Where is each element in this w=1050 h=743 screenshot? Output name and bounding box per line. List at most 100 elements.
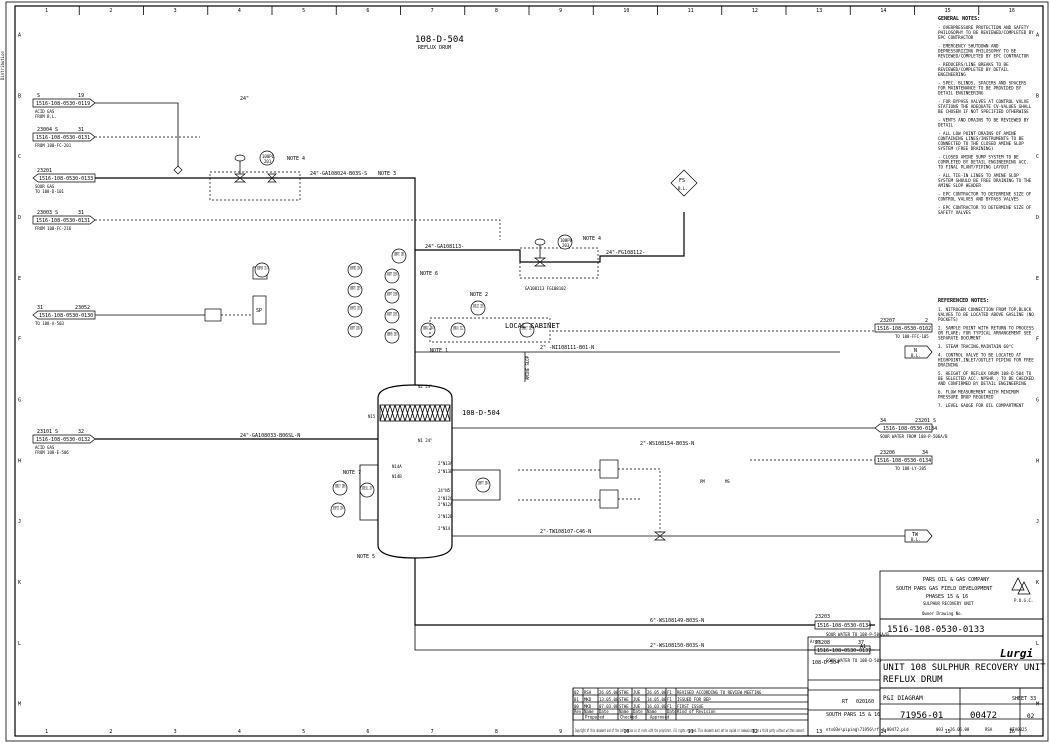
- revision-cell: JUE: [633, 690, 641, 695]
- cv-station: [209, 171, 301, 201]
- instrument-bubble[interactable]: [330, 502, 346, 518]
- offpage-left-5[interactable]: 31 23052 1516-108-0530-0130 TO 108-A-503: [32, 305, 96, 326]
- drum-outlet: [414, 558, 875, 626]
- instrument-tag: 108PI 205: [350, 286, 361, 291]
- gas-header: [95, 177, 416, 250]
- instrument-tag: 108AI 204: [423, 326, 434, 331]
- column-number: 11: [688, 729, 694, 735]
- offpage-desc: ACID GAS: [35, 109, 55, 114]
- instrument-tag: 108LSLL 207: [362, 486, 373, 491]
- site-name: SOUTH PARS 15 & 16: [826, 712, 880, 718]
- drawing-title-1: UNIT 108 SULPHUR RECOVERY UNIT: [883, 663, 1046, 673]
- offpage-sheet: 31: [78, 210, 84, 216]
- revision-cell: 14.05.08: [647, 697, 667, 702]
- offpage-left-3[interactable]: 23201 1516-108-0530-0133 SOUR GAS TO 108…: [32, 168, 96, 194]
- instrument-bubble[interactable]: [384, 328, 400, 344]
- offpage-desc: SOUR WATER FROM 108-P-506A/B: [880, 434, 948, 439]
- instrument-bubble[interactable]: [384, 308, 400, 324]
- equipment-header-tag: 108-D-504: [415, 35, 464, 45]
- row-letter: G: [1036, 397, 1039, 403]
- revision-number: 02: [1027, 713, 1035, 720]
- column-number: 9: [559, 8, 562, 14]
- offpage-doc: 1516-108-0530-0130: [39, 313, 93, 319]
- instrument-bubble[interactable]: [384, 268, 400, 284]
- bl-box-n[interactable]: N B.L.: [904, 345, 933, 359]
- offpage-left-2[interactable]: 23004 S 31 1516-108-0530-0131 FROM 108-F…: [32, 127, 96, 148]
- revision-cell: JUE: [633, 697, 641, 702]
- offpage-ref: 23203: [815, 614, 830, 620]
- instrument-bubble[interactable]: [332, 480, 348, 496]
- note7-label: NOTE 7: [343, 470, 361, 476]
- offpage-right-2[interactable]: 34 23201 S 1516-108-0530-0134 SOUR WATER…: [874, 418, 948, 439]
- column-number: 7: [431, 729, 434, 735]
- bl-label: B.L.: [678, 186, 688, 191]
- offpage-ref: 23201: [37, 168, 52, 174]
- doc-number: 00472: [970, 711, 997, 721]
- revision-cell: MKD: [584, 704, 592, 709]
- instrument-bubble[interactable]: [347, 322, 363, 338]
- bl-label: TW: [912, 532, 919, 538]
- offpage-sheet: 34: [922, 450, 928, 456]
- instrument-bubble[interactable]: [470, 300, 486, 316]
- orig-sheet: A1: [860, 644, 866, 650]
- revision-header: Name: [619, 709, 629, 714]
- bl-label: N: [914, 348, 917, 354]
- bl-box-tw[interactable]: TW B.L.: [904, 529, 933, 543]
- nozzle-label: N15: [368, 414, 376, 419]
- offpage-left-1[interactable]: S 19 1516-108-0530-0119 ACID GAS FROM B.…: [32, 93, 96, 119]
- instrument-bubble[interactable]: [519, 322, 535, 338]
- instrument-tag: 108PT 201A: [350, 326, 361, 331]
- row-letter: B: [18, 93, 21, 99]
- instrument-bubble[interactable]: [557, 234, 573, 250]
- instrument-bubble[interactable]: [347, 282, 363, 298]
- general-notes-title: GENERAL NOTES:: [938, 16, 980, 22]
- signal-box: [252, 295, 267, 325]
- column-number: 10: [623, 8, 629, 14]
- instrument-bubble[interactable]: [450, 322, 466, 338]
- offpage-sheet: 37: [858, 640, 864, 646]
- check-diamond: [173, 165, 183, 175]
- control-valve[interactable]: [534, 257, 546, 267]
- offpage-right-3[interactable]: 23206 34 1516-108-0530-0134 TO 108-LY-20…: [874, 450, 933, 471]
- note4-label: NOTE 4: [583, 236, 601, 242]
- offpage-doc: 1516-108-0530-0102: [877, 326, 931, 332]
- nozzle-label: 2"N14: [438, 526, 451, 531]
- offpage-right-1[interactable]: 23207 2 1516-108-0530-0102 TO 108-FFC-10…: [874, 318, 933, 339]
- offpage-ref: 31: [37, 305, 43, 311]
- fs-diamond[interactable]: [670, 169, 698, 197]
- control-valve[interactable]: [234, 173, 246, 183]
- offpage-left-6[interactable]: 23101 S 32 1516-108-0530-0132 ACID GAS F…: [32, 429, 96, 455]
- acid-gas-line: [95, 102, 179, 170]
- reflux-drum[interactable]: [377, 384, 453, 559]
- offpage-right-4[interactable]: 23203 1516-108-0530-0134 SOUR WATER TO 1…: [814, 614, 889, 637]
- nozzle-label: N1 24": [418, 438, 432, 443]
- column-number: 7: [431, 8, 434, 14]
- note-item: 3. STEAM TRACING,MAINTAIN 60°C: [938, 344, 1014, 349]
- instrument-bubble[interactable]: [475, 477, 491, 493]
- offpage-left-4[interactable]: 23003 S 31 1516-108-0530-0131 FROM 108-F…: [32, 210, 96, 231]
- instrument-bubble[interactable]: [384, 288, 400, 304]
- level-control-valve[interactable]: [654, 531, 666, 541]
- revision-cell: 01: [574, 697, 579, 702]
- instrument-tag: 108PI 201: [394, 252, 405, 257]
- instrument-bubble[interactable]: [254, 262, 270, 278]
- row-letter: E: [1036, 276, 1039, 282]
- instrument-bubble[interactable]: [420, 322, 436, 338]
- code: 003: [936, 727, 944, 732]
- instrument-bubble[interactable]: [347, 262, 363, 278]
- offpage-ref: 34: [880, 418, 886, 424]
- note2-label: NOTE 2: [470, 292, 488, 298]
- instrument-bubble[interactable]: [391, 248, 407, 264]
- block-valve[interactable]: [267, 173, 277, 183]
- column-number: 6: [366, 729, 369, 735]
- instrument-bubble[interactable]: [347, 302, 363, 318]
- offpage-desc2: TO 108-A-503: [35, 321, 64, 326]
- instrument-bubble[interactable]: [259, 150, 275, 166]
- revision-header: Date: [599, 709, 609, 714]
